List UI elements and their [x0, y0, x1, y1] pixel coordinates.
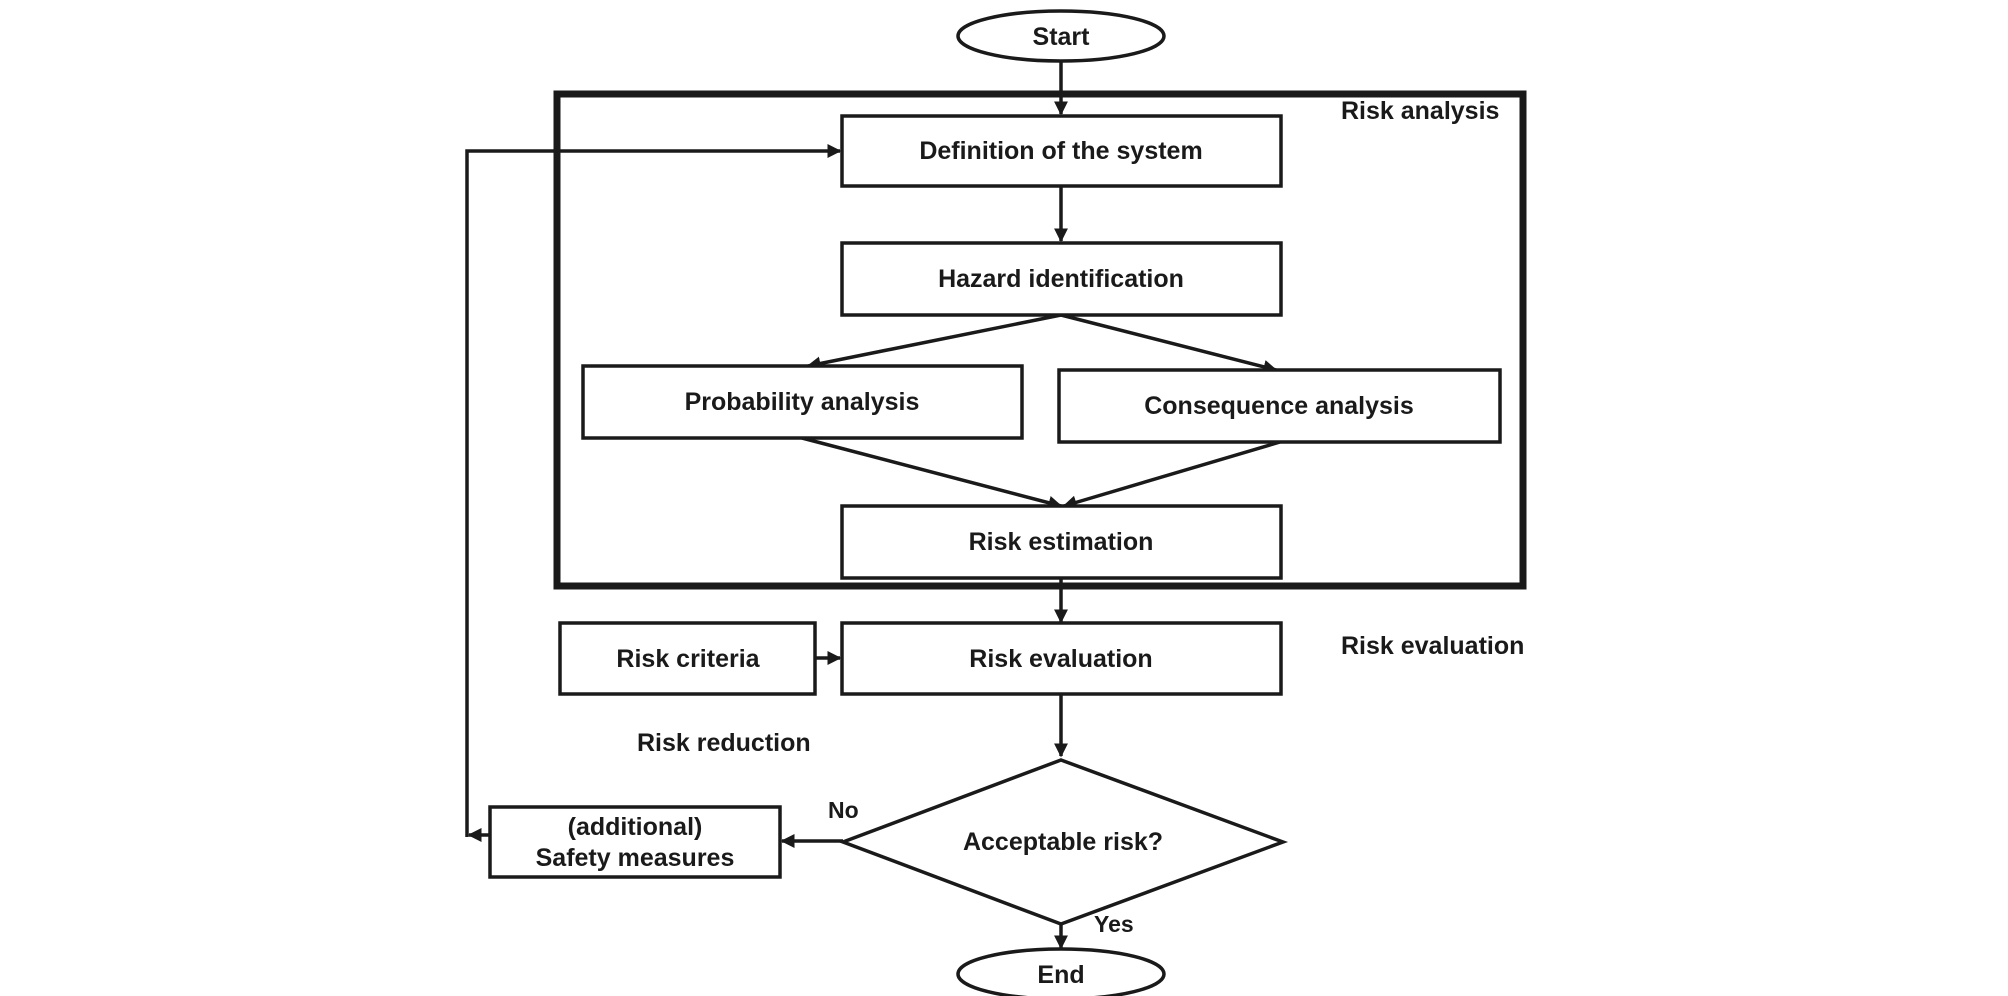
edge-hazard-to-consequence — [1060, 313, 1278, 374]
consequence-box — [1057, 368, 1502, 444]
decision-label: Acceptable risk? — [963, 828, 1163, 856]
edge-loop-to-definition — [465, 144, 842, 837]
criteria-box — [558, 621, 817, 696]
end-node — [956, 947, 1166, 996]
definition-label: Definition of the system — [919, 137, 1202, 165]
edge-hazard-to-probability — [806, 313, 1062, 371]
probability-box — [581, 364, 1024, 440]
consequence-label: Consequence analysis — [1144, 392, 1414, 420]
safety-measures-box — [488, 805, 782, 879]
edge-label-no: No — [828, 797, 859, 823]
definition-box — [840, 114, 1283, 188]
evaluation-box — [840, 621, 1283, 696]
safety-label-line1: (additional) — [568, 813, 703, 841]
section-risk-analysis: Risk analysis — [1341, 97, 1499, 125]
section-risk-reduction: Risk reduction — [637, 729, 811, 757]
estimation-box — [840, 504, 1283, 580]
edge-probability-to-estimation — [801, 436, 1063, 510]
evaluation-label: Risk evaluation — [969, 645, 1152, 673]
edge-label-yes: Yes — [1094, 911, 1134, 937]
section-risk-evaluation: Risk evaluation — [1341, 632, 1524, 660]
start-node — [956, 9, 1166, 63]
edge-consequence-to-estimation — [1062, 440, 1281, 510]
probability-label: Probability analysis — [685, 388, 920, 416]
hazard-label: Hazard identification — [938, 265, 1184, 293]
start-label: Start — [1033, 23, 1091, 51]
criteria-label: Risk criteria — [616, 645, 760, 673]
risk-analysis-frame — [553, 90, 1527, 590]
hazard-box — [840, 241, 1283, 317]
estimation-label: Risk estimation — [969, 528, 1154, 556]
decision-diamond — [838, 758, 1289, 926]
end-label: End — [1037, 961, 1084, 989]
safety-label-line2: Safety measures — [536, 844, 735, 872]
